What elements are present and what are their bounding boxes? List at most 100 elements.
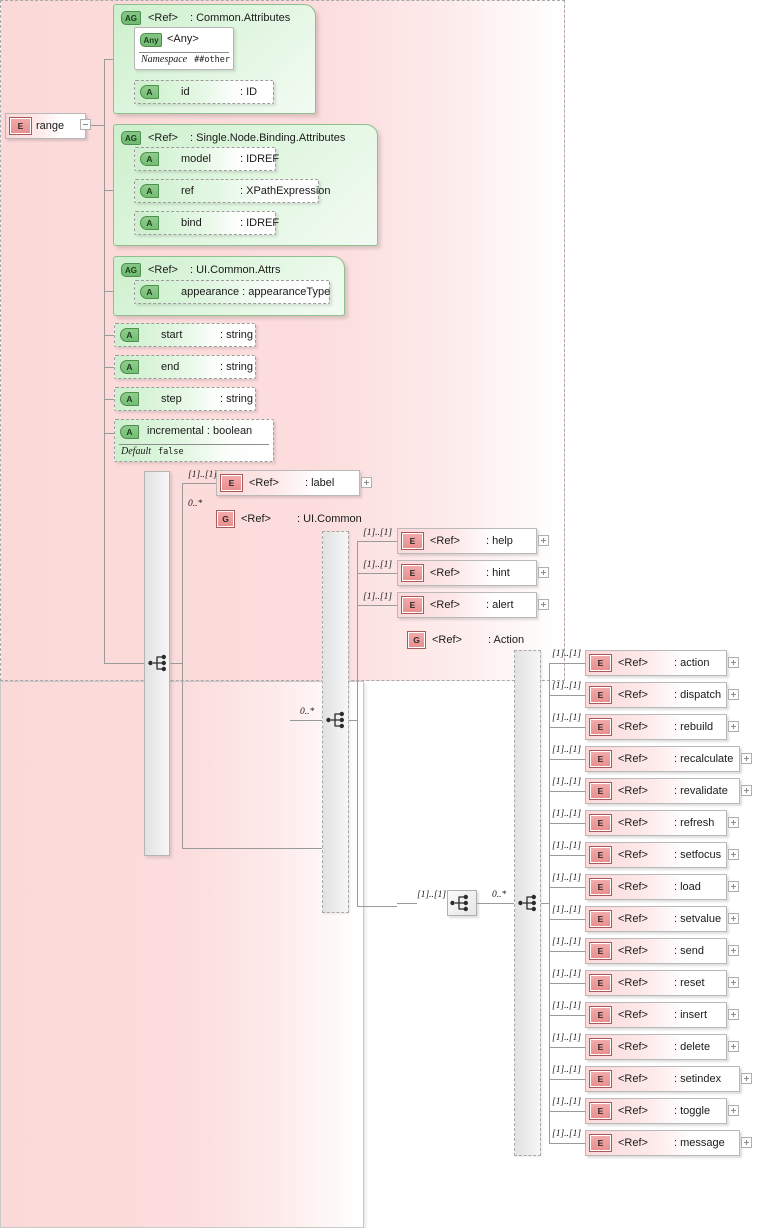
- attribute-icon: A: [140, 152, 159, 166]
- expander-plus-dispatch[interactable]: [728, 689, 739, 700]
- attribute-group-header: AG <Ref> : UI.Common.Attrs: [118, 259, 343, 281]
- element-delete[interactable]: E<Ref>: delete: [585, 1034, 727, 1060]
- ref-tag: <Ref>: [618, 753, 648, 765]
- element-refresh[interactable]: E<Ref>: refresh: [585, 810, 727, 836]
- element-icon: E: [220, 474, 243, 492]
- element-action[interactable]: E<Ref>: action: [585, 650, 727, 676]
- attribute-end[interactable]: A end : string: [114, 355, 256, 379]
- connector-line: [86, 125, 104, 126]
- connector-line: [104, 125, 105, 663]
- element-alert[interactable]: E <Ref> : alert: [397, 592, 537, 618]
- cardinality-label: [1]..[1]: [552, 1097, 582, 1107]
- element-setvalue[interactable]: E<Ref>: setvalue: [585, 906, 727, 932]
- ref-tag: <Ref>: [148, 132, 178, 144]
- expander-plus-message[interactable]: [741, 1137, 752, 1148]
- element-setfocus[interactable]: E<Ref>: setfocus: [585, 842, 727, 868]
- attribute-step[interactable]: A step : string: [114, 387, 256, 411]
- cardinality-label: [1]..[1]: [552, 777, 582, 787]
- element-icon: E: [589, 942, 612, 960]
- element-recalculate[interactable]: E<Ref>: recalculate: [585, 746, 740, 772]
- element-message[interactable]: E<Ref>: message: [585, 1130, 740, 1156]
- attribute-model[interactable]: A model : IDREF: [134, 147, 279, 171]
- expander-plus-reset[interactable]: [728, 977, 739, 988]
- expander-plus-refresh[interactable]: [728, 817, 739, 828]
- element-help[interactable]: E <Ref> : help: [397, 528, 537, 554]
- connector-line: [549, 855, 585, 856]
- ref-tag: <Ref>: [618, 1137, 648, 1149]
- element-label[interactable]: E <Ref> : label: [216, 470, 360, 496]
- expander-minus-range[interactable]: [80, 119, 91, 130]
- connector-line: [549, 823, 585, 824]
- element-insert[interactable]: E<Ref>: insert: [585, 1002, 727, 1028]
- element-name: : reset: [674, 977, 705, 989]
- expander-plus-rebuild[interactable]: [728, 721, 739, 732]
- ref-tag: <Ref>: [241, 513, 271, 525]
- element-revalidate[interactable]: E<Ref>: revalidate: [585, 778, 740, 804]
- any-box[interactable]: Any <Any> Namespace##other: [134, 27, 234, 70]
- cardinality-label: [1]..[1]: [552, 1065, 582, 1075]
- element-icon: E: [589, 846, 612, 864]
- connector-line: [104, 433, 114, 434]
- expander-plus-setindex[interactable]: [741, 1073, 752, 1084]
- ref-tag: <Ref>: [430, 599, 460, 611]
- element-range[interactable]: E range: [5, 113, 86, 139]
- ref-tag: <Ref>: [618, 881, 648, 893]
- element-setindex[interactable]: E<Ref>: setindex: [585, 1066, 740, 1092]
- element-name: : alert: [486, 599, 514, 611]
- expander-plus-action[interactable]: [728, 657, 739, 668]
- expander-plus-toggle[interactable]: [728, 1105, 739, 1116]
- attribute-bind[interactable]: A bind : IDREF: [134, 211, 280, 235]
- cardinality-label: 0..*: [492, 890, 507, 900]
- element-name: : label: [305, 477, 335, 489]
- cardinality-label: [1]..[1]: [188, 470, 218, 480]
- expander-plus-send[interactable]: [728, 945, 739, 956]
- attribute-start[interactable]: A start : string: [114, 323, 256, 347]
- sequence-icon: [450, 894, 468, 912]
- element-dispatch[interactable]: E<Ref>: dispatch: [585, 682, 727, 708]
- connector-line: [549, 727, 585, 728]
- ref-tag: <Ref>: [432, 634, 462, 646]
- attribute-ref[interactable]: A ref : XPathExpression: [134, 179, 331, 203]
- connector-line: [549, 951, 585, 952]
- expander-plus-delete[interactable]: [728, 1041, 739, 1052]
- attribute-name: start: [161, 329, 183, 341]
- attribute-type: : string: [220, 393, 254, 405]
- expander-plus-setfocus[interactable]: [728, 849, 739, 860]
- expander-plus-insert[interactable]: [728, 1009, 739, 1020]
- expander-plus-help[interactable]: [538, 535, 549, 546]
- cardinality-label: [1]..[1]: [552, 841, 582, 851]
- attribute-type: : XPathExpression: [240, 185, 331, 197]
- element-rebuild[interactable]: E<Ref>: rebuild: [585, 714, 727, 740]
- expander-plus-hint[interactable]: [538, 567, 549, 578]
- expander-plus-alert[interactable]: [538, 599, 549, 610]
- expander-plus-label[interactable]: [361, 477, 372, 488]
- element-icon: E: [589, 1102, 612, 1120]
- expander-plus-recalculate[interactable]: [741, 753, 752, 764]
- element-reset[interactable]: E<Ref>: reset: [585, 970, 727, 996]
- element-name: : revalidate: [674, 785, 728, 797]
- attribute-type: : IDREF: [240, 217, 280, 229]
- expander-plus-load[interactable]: [728, 881, 739, 892]
- attribute-appearance[interactable]: A appearance : appearanceType: [134, 280, 330, 304]
- sequence-icon: [518, 894, 536, 912]
- element-hint[interactable]: E <Ref> : hint: [397, 560, 537, 586]
- connector-line: [357, 541, 358, 906]
- namespace-value: ##other: [194, 55, 230, 65]
- expander-plus-setvalue[interactable]: [728, 913, 739, 924]
- attribute-name: incremental : boolean: [147, 425, 253, 437]
- connector-line: [349, 720, 357, 721]
- element-send[interactable]: E<Ref>: send: [585, 938, 727, 964]
- ref-tag: <Ref>: [618, 913, 648, 925]
- connector-line: [549, 887, 585, 888]
- cardinality-label: [1]..[1]: [552, 713, 582, 723]
- element-load[interactable]: E<Ref>: load: [585, 874, 727, 900]
- connector-line: [477, 903, 514, 904]
- element-toggle[interactable]: E<Ref>: toggle: [585, 1098, 727, 1124]
- attribute-name: ref: [181, 185, 194, 197]
- ref-tag: <Ref>: [249, 477, 279, 489]
- attribute-group-icon: AG: [121, 11, 141, 25]
- expander-plus-revalidate[interactable]: [741, 785, 752, 796]
- element-name: : insert: [674, 1009, 708, 1021]
- attribute-id[interactable]: A id : ID: [134, 80, 274, 104]
